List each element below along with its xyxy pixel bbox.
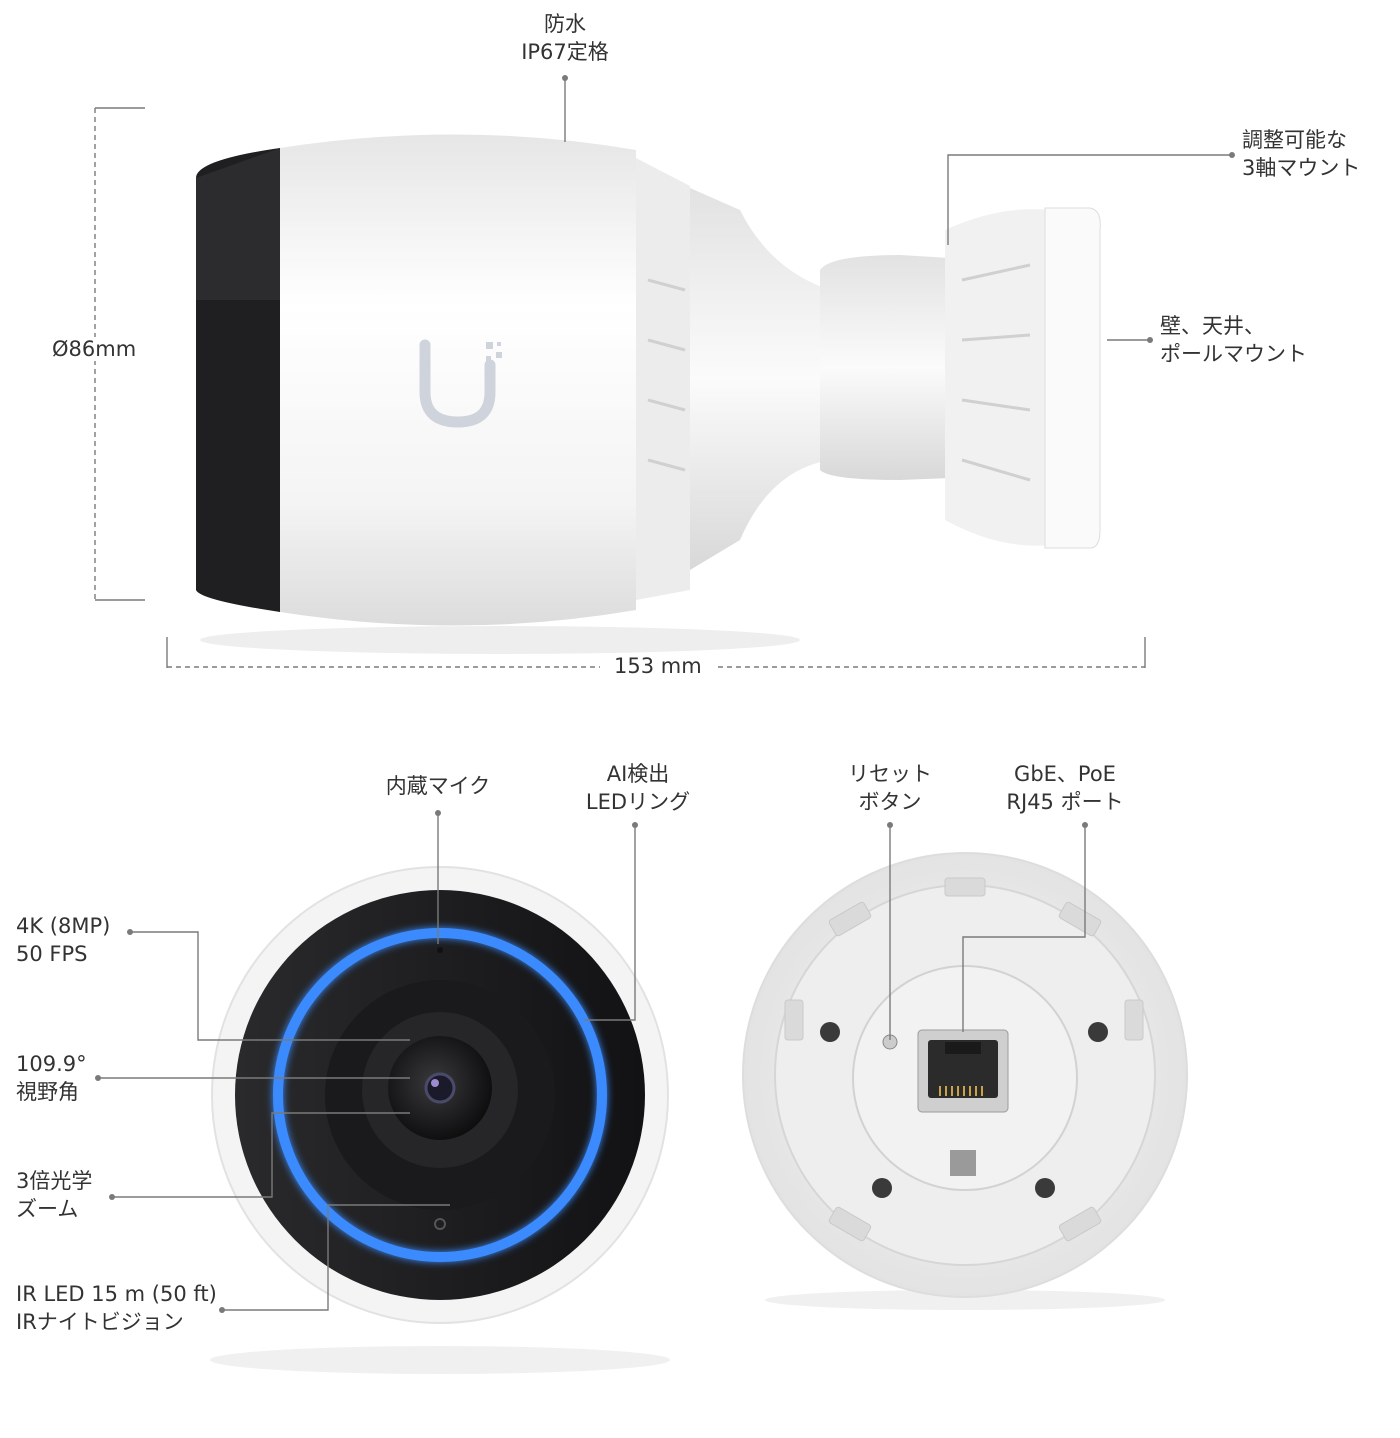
reset-button-label-line2: ボタン: [858, 790, 922, 814]
wall-mount-label: 壁、天井、 ポールマウント: [1160, 312, 1307, 368]
zoom-label-line1: 3倍光学: [16, 1169, 93, 1193]
back-view-camera: [742, 852, 1188, 1310]
zoom-label-line2: ズーム: [16, 1197, 79, 1221]
diameter-dimension: Ø86mm: [44, 337, 145, 361]
resolution-label-line2: 50 FPS: [16, 942, 88, 966]
port-label: GbE、PoE RJ45 ポート: [1006, 760, 1123, 816]
ir-label-line1: IR LED 15 m (50 ft): [16, 1282, 217, 1306]
reset-button-label-line1: リセット: [848, 762, 932, 786]
ir-label: IR LED 15 m (50 ft) IRナイトビジョン: [16, 1280, 217, 1336]
led-ring-label-line2: LEDリング: [585, 790, 691, 814]
length-dimension: 153 mm: [606, 654, 710, 678]
led-ring-label-line1: AI検出: [606, 762, 670, 786]
fov-label: 109.9° 視野角: [16, 1050, 87, 1106]
waterproof-label-line1: 防水: [544, 12, 586, 36]
fov-label-line1: 109.9°: [16, 1052, 87, 1076]
waterproof-label: 防水 IP67定格: [521, 10, 609, 66]
port-label-line1: GbE、PoE: [1014, 762, 1116, 786]
resolution-label-line1: 4K (8MP): [16, 914, 111, 938]
waterproof-label-line2: IP67定格: [521, 40, 609, 64]
reset-button-label: リセット ボタン: [848, 760, 932, 816]
led-ring-label: AI検出 LEDリング: [586, 760, 690, 816]
mount-label: 調整可能な 3軸マウント: [1242, 126, 1360, 182]
leader-dots: [95, 75, 1235, 1313]
side-view-camera: [196, 134, 1101, 654]
zoom-label: 3倍光学 ズーム: [16, 1167, 92, 1223]
wall-mount-label-line1: 壁、天井、: [1160, 314, 1265, 338]
front-view-camera: [210, 866, 670, 1374]
mount-label-line2: 3軸マウント: [1242, 156, 1361, 180]
leader-lines: [94, 78, 1232, 1311]
mount-label-line1: 調整可能な: [1242, 128, 1347, 152]
microphone-label: 内蔵マイク: [385, 774, 491, 798]
fov-label-line2: 視野角: [16, 1080, 79, 1104]
wall-mount-label-line2: ポールマウント: [1160, 342, 1307, 366]
ir-label-line2: IRナイトビジョン: [16, 1310, 184, 1334]
resolution-label: 4K (8MP) 50 FPS: [16, 912, 110, 968]
port-label-line2: RJ45 ポート: [1006, 790, 1124, 814]
